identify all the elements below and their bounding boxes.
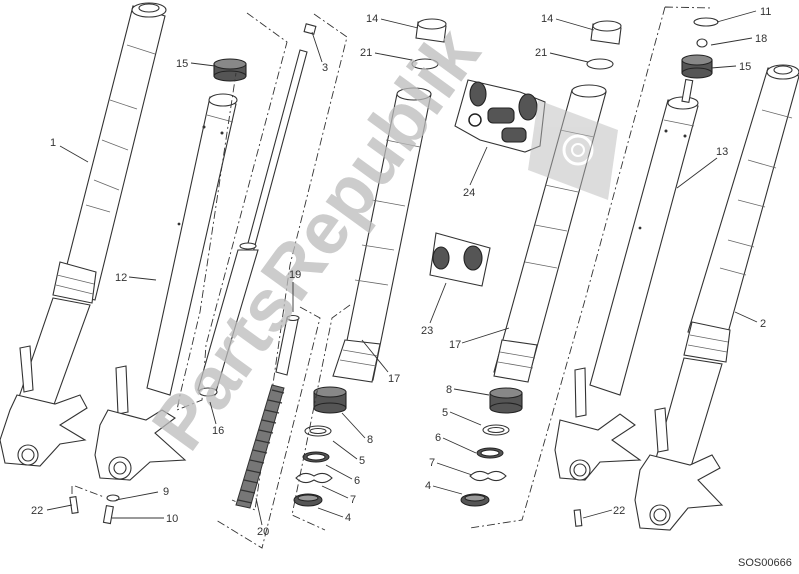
callout-leader-line — [317, 507, 344, 518]
callout-leader-line — [676, 157, 718, 189]
callout-label-19: 19 — [289, 269, 301, 281]
callout-label-17: 17 — [388, 373, 400, 385]
callout-leader-line — [734, 311, 758, 323]
fork-outer-tube-left — [17, 2, 167, 411]
drawing-code: SOS00666 — [738, 557, 792, 569]
bolt-22-right — [573, 509, 583, 527]
callout-leader-line — [453, 388, 490, 396]
callout-leader-line — [429, 282, 447, 324]
callout-label-8: 8 — [367, 434, 373, 446]
callout-label-5: 5 — [359, 455, 365, 467]
fork-tube-17-left — [332, 87, 432, 383]
washer-9 — [106, 494, 120, 502]
callout-label-22b: 22 — [613, 505, 625, 517]
group-outline-seals-right — [469, 6, 713, 529]
callout-label-13: 13 — [716, 146, 728, 158]
cap-15-left — [213, 58, 247, 82]
fork-foot-right — [634, 407, 724, 531]
callout-leader-line — [59, 145, 89, 163]
cap-14-left — [415, 18, 447, 43]
top-parts-right — [681, 17, 719, 79]
callout-label-15: 15 — [176, 58, 188, 70]
group-outline-left — [176, 12, 288, 411]
damper-rod-3 — [197, 23, 317, 397]
callout-label-6b: 6 — [435, 432, 441, 444]
callout-leader-line — [442, 437, 477, 454]
seal-stack-left — [293, 386, 347, 507]
fork-inner-tube-12 — [146, 93, 238, 396]
callout-label-3: 3 — [322, 62, 328, 74]
callout-label-17b: 17 — [449, 339, 461, 351]
fork-foot-left — [0, 345, 88, 467]
cap-14-right — [590, 20, 622, 45]
callout-leader-line — [341, 412, 366, 439]
callout-label-20: 20 — [257, 526, 269, 538]
callout-label-6: 6 — [354, 475, 360, 487]
fork-foot-12 — [94, 365, 187, 481]
fork-inner-tube-13 — [589, 78, 699, 396]
callout-label-11: 11 — [760, 6, 771, 18]
callout-leader-line — [190, 62, 216, 67]
cartridge-19 — [275, 314, 300, 376]
callout-label-10: 10 — [166, 513, 178, 525]
callout-leader-line — [549, 52, 589, 63]
callout-leader-line — [321, 485, 349, 499]
callout-label-16: 16 — [212, 425, 224, 437]
callout-label-7b: 7 — [429, 457, 435, 469]
callout-leader-line — [710, 37, 753, 46]
oring-21-right — [586, 58, 614, 70]
callout-label-2: 2 — [760, 318, 766, 330]
callout-leader-line — [374, 52, 413, 61]
callout-leader-line — [128, 276, 157, 281]
callout-label-14b: 14 — [541, 13, 553, 25]
callout-leader-line — [461, 327, 510, 344]
seal-stack-right — [460, 387, 523, 507]
callout-leader-line — [555, 18, 595, 31]
seal-kit-23 — [429, 232, 491, 287]
callout-label-9: 9 — [163, 486, 169, 498]
callout-label-8b: 8 — [446, 384, 452, 396]
callout-leader-line — [325, 464, 353, 480]
callout-leader-line — [710, 65, 737, 69]
callout-label-5b: 5 — [442, 407, 448, 419]
group-outline-22-9 — [71, 485, 105, 498]
callout-label-1: 1 — [50, 137, 56, 149]
seal-kit-24 — [454, 79, 546, 153]
foot-13 — [554, 367, 642, 481]
callout-leader-line — [582, 509, 613, 519]
bolt-10 — [102, 504, 114, 525]
callout-label-14: 14 — [366, 13, 378, 25]
callout-leader-line — [449, 411, 482, 426]
callout-label-21b: 21 — [535, 47, 547, 59]
callout-label-12: 12 — [115, 272, 127, 284]
callout-label-4: 4 — [345, 512, 351, 524]
callout-leader-line — [332, 440, 358, 460]
callout-leader-line — [436, 462, 473, 476]
callout-leader-line — [716, 10, 757, 23]
callout-label-21: 21 — [360, 47, 372, 59]
oring-21-left — [411, 58, 439, 70]
callout-leader-line — [361, 339, 389, 373]
callout-leader-line — [311, 31, 323, 63]
callout-leader-line — [469, 146, 488, 186]
callout-label-4b: 4 — [425, 480, 431, 492]
callout-label-15b: 15 — [739, 61, 751, 73]
spring-20 — [235, 384, 285, 509]
gear-logo-icon — [528, 100, 618, 200]
callout-leader-line — [432, 485, 463, 495]
group-outline-seals-left — [291, 304, 351, 531]
callout-label-23: 23 — [421, 325, 433, 337]
callout-label-24: 24 — [463, 187, 475, 199]
group-outline-20 — [215, 306, 321, 549]
callout-leader-line — [115, 491, 159, 501]
callout-leader-line — [380, 18, 419, 29]
callout-leader-line — [255, 497, 263, 526]
callout-label-22: 22 — [31, 505, 43, 517]
callout-label-7: 7 — [350, 494, 356, 506]
callout-leader-line — [46, 504, 73, 511]
callout-label-18: 18 — [755, 33, 767, 45]
callout-leader-line — [209, 401, 217, 425]
